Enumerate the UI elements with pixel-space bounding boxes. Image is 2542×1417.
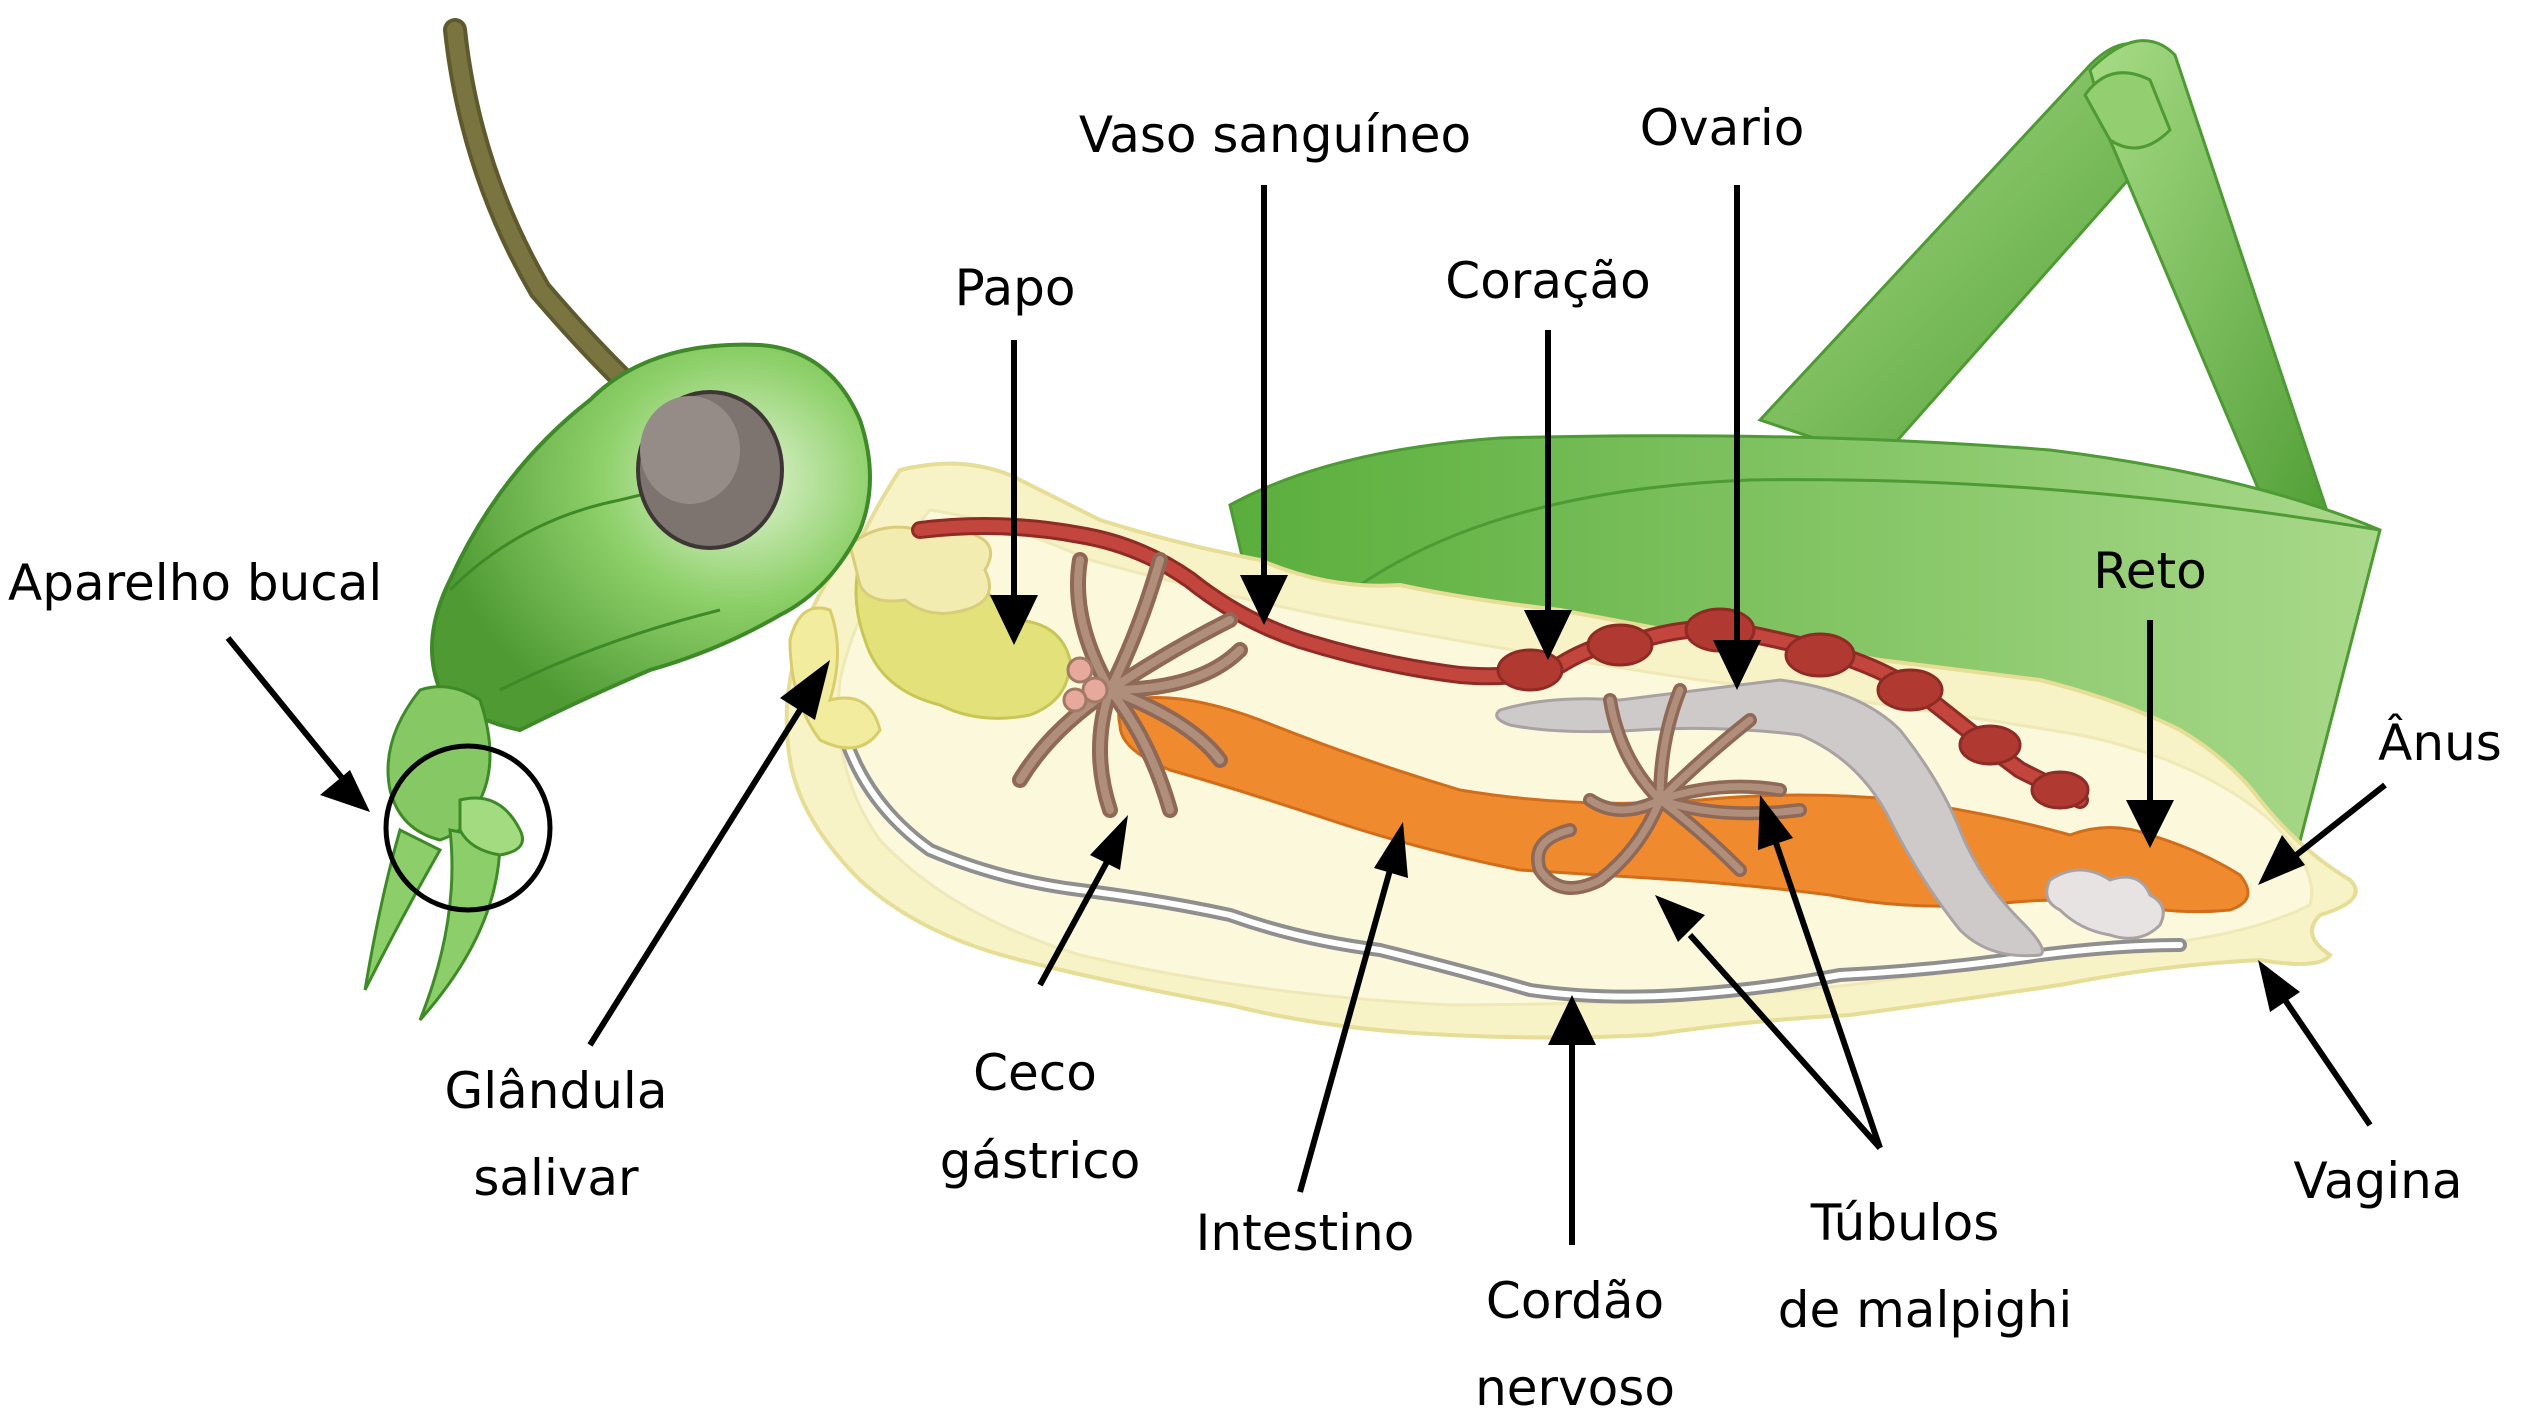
arrow-tubulos-2 [1758, 795, 1883, 1149]
label-cordao-nervoso-line2: nervoso [1475, 1359, 1675, 1417]
head [430, 342, 872, 733]
label-ovario: Ovario [1640, 99, 1805, 157]
nerve-cord [833, 713, 2187, 1004]
arrow-vaso-sanguineo [1240, 185, 1288, 625]
label-aparelho-bucal: Aparelho bucal [8, 554, 382, 612]
label-vaso-sanguineo: Vaso sanguíneo [1079, 106, 1471, 164]
arrows [225, 185, 2387, 1245]
caeca-knobs [1062, 656, 1109, 713]
label-ceco-gastrico-line2: gástrico [940, 1132, 1141, 1190]
label-intestino: Intestino [1196, 1204, 1415, 1262]
mouthparts-highlight-circle [383, 743, 553, 913]
arrow-ovario [1713, 185, 1761, 690]
arrow-coracao [1524, 330, 1572, 660]
ovary [1495, 678, 2165, 958]
label-ceco-gastrico-line1: Ceco [973, 1044, 1097, 1102]
label-anus: Ânus [2378, 713, 2502, 772]
arrow-vagina [2258, 960, 2373, 1127]
label-glandula-salivar-line2: salivar [473, 1149, 639, 1207]
arrow-intestino [1297, 822, 1408, 1193]
arrow-reto [2126, 620, 2174, 848]
label-papo: Papo [955, 259, 1076, 317]
label-reto: Reto [2093, 542, 2206, 600]
arrow-papo [990, 340, 1038, 645]
label-glandula-salivar-line1: Glândula [445, 1062, 668, 1120]
label-tubulos-line1: Túbulos [1810, 1194, 2000, 1252]
malpighian-tubules-inner [1534, 686, 1804, 892]
label-cordao-nervoso-line1: Cordão [1486, 1272, 1664, 1330]
arrow-cordao-nervoso [1548, 995, 1596, 1245]
arrow-aparelho-bucal [225, 636, 370, 812]
hind-leg [1757, 39, 2332, 542]
labels: Aparelho bucal Glândula salivar Papo Vas… [8, 99, 2502, 1417]
label-tubulos-line2: de malpighi [1778, 1281, 2073, 1339]
arrow-anus [2258, 782, 2387, 885]
arrow-tubulos-1 [1655, 895, 1883, 1150]
antenna [443, 18, 662, 417]
arrow-glandula-salivar [587, 660, 830, 1047]
arrow-ceco-gastrico [1037, 815, 1128, 987]
label-coracao: Coração [1445, 252, 1650, 310]
label-vagina: Vagina [2294, 1152, 2463, 1210]
mouthparts [363, 685, 524, 1021]
